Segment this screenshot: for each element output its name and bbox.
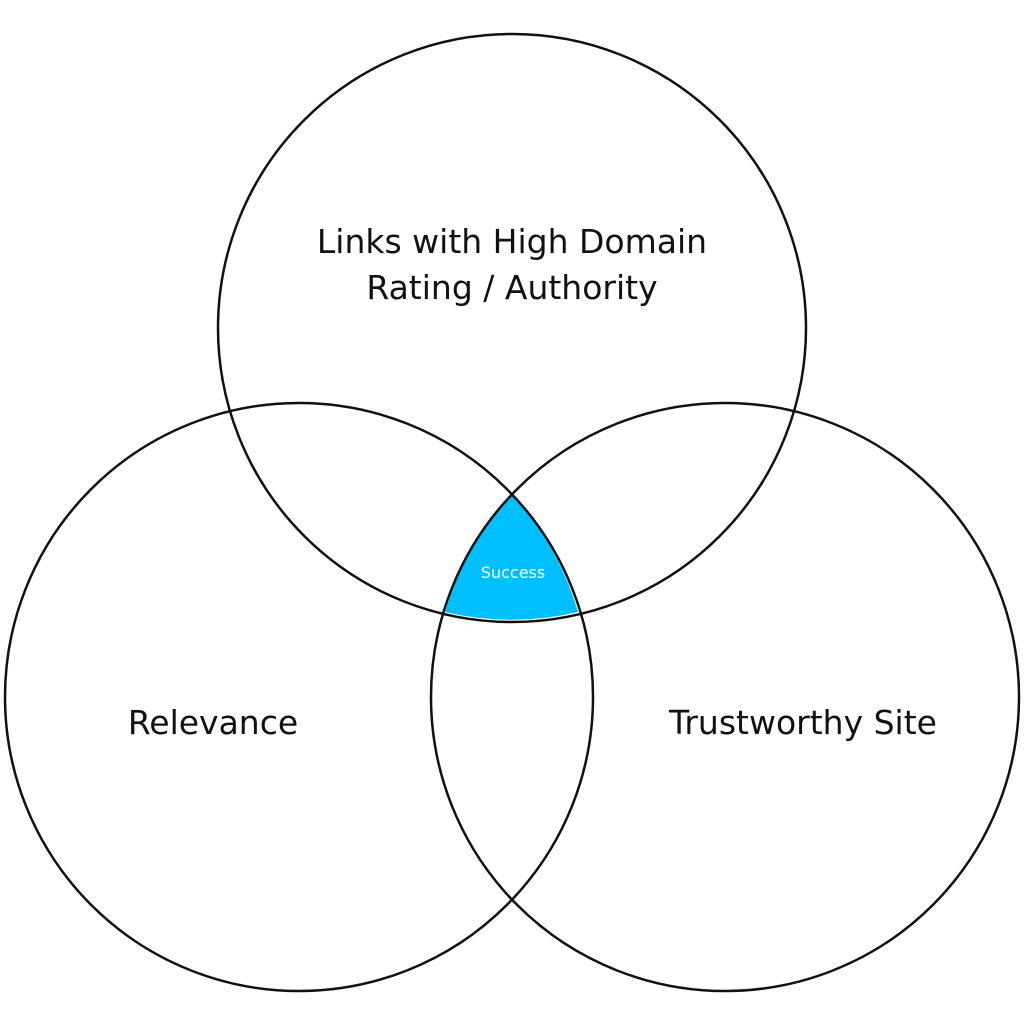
top-set-circle [216, 32, 808, 624]
right-set-circle [429, 401, 1021, 993]
success-intersection-region [445, 495, 578, 620]
top-set-label-line-2: Rating / Authority [366, 268, 657, 307]
left-set-label: Relevance [128, 703, 298, 742]
success-label: Success [481, 563, 545, 582]
top-set-label-line-1: Links with High Domain [317, 222, 707, 261]
right-set-label: Trustworthy Site [668, 703, 937, 742]
left-set-circle [3, 401, 595, 993]
